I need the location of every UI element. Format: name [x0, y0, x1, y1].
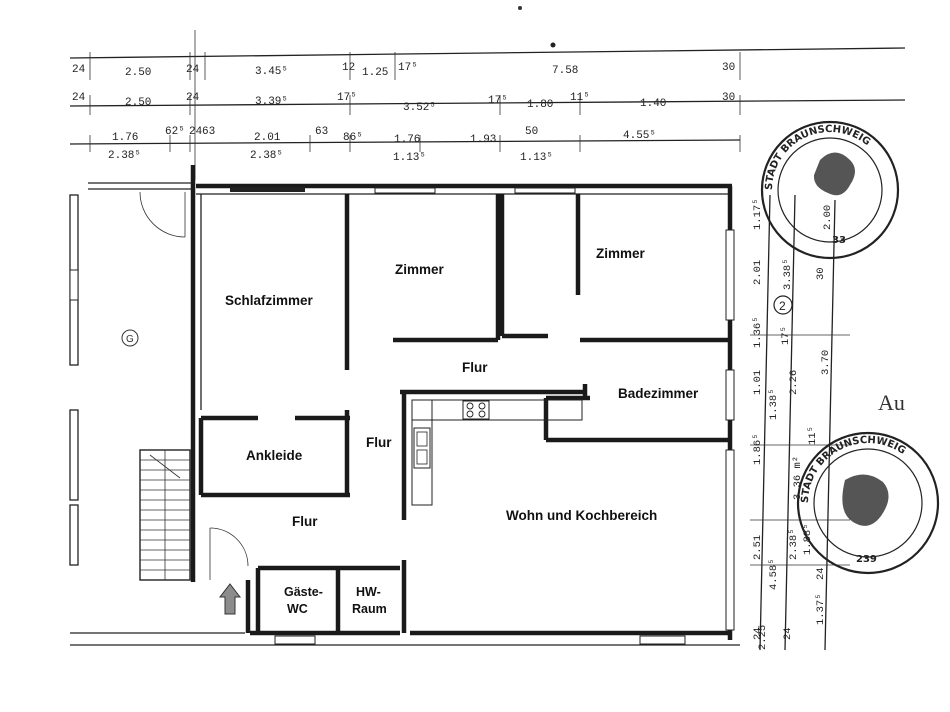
label-zimmer-2: Zimmer — [596, 246, 646, 261]
dim-row1-2: 24 — [186, 64, 200, 76]
dim-row3b-1: 2.38⁵ — [250, 150, 283, 162]
dim-row3-0: 1.76 — [112, 132, 138, 144]
dim-row2-7: 1.80 — [527, 99, 553, 111]
stamp-top-num: 33 — [832, 235, 846, 246]
dim-row1-7: 7.58 — [552, 65, 578, 77]
label-ankleide: Ankleide — [246, 448, 303, 463]
label-flur-bottom: Flur — [292, 514, 318, 529]
label-zimmer-1: Zimmer — [395, 262, 445, 277]
dim-row2-5: 3.52⁵ — [403, 102, 436, 114]
label-schlafzimmer: Schlafzimmer — [225, 293, 314, 308]
dim-vb-4: 1.86⁵ — [752, 433, 764, 465]
dim-row3-5: 63 — [315, 126, 328, 138]
room-labels: Schlafzimmer Zimmer Zimmer Flur Badezimm… — [225, 246, 699, 616]
dim-row3-2: 24 — [189, 126, 203, 138]
dim-row3-6: 86⁵ — [343, 132, 363, 144]
marker-g-label: G — [126, 334, 134, 345]
dim-va-3: 24 — [815, 567, 827, 580]
label-wohn-kochbereich: Wohn und Kochbereich — [506, 508, 657, 523]
dim-row2-4: 17⁵ — [337, 92, 357, 104]
left-neighbour-area: G — [69, 182, 195, 581]
dim-vd-1: 11⁵ — [807, 426, 819, 445]
dim-vb-6: 24 — [752, 627, 764, 640]
marker-2-circle — [773, 295, 793, 315]
dim-row1-3: 3.45⁵ — [255, 66, 288, 78]
dim-row3-1: 62⁵ — [165, 126, 185, 138]
dim-row2-10: 30 — [722, 92, 735, 104]
edge-text: Au — [878, 390, 905, 415]
dim-vb-1: 2.01 — [752, 260, 764, 285]
dim-row3-9: 50 — [525, 126, 538, 138]
window-top-left — [230, 187, 305, 192]
dim-row2-0: 24 — [72, 92, 86, 104]
dim-row3-8: 1.93 — [470, 134, 496, 146]
dim-row2-3: 3.39⁵ — [255, 96, 288, 108]
dimension-texts-top: 24 2.50 24 3.45⁵ 12 1.25 17⁵ 7.58 30 24 … — [72, 62, 735, 164]
stamp-bottom-emblem — [842, 474, 889, 526]
dim-row1-1: 2.50 — [125, 67, 151, 79]
walls — [70, 165, 740, 646]
stove-icon — [462, 400, 490, 420]
dim-row2-1: 2.50 — [125, 97, 151, 109]
dim-vb-0: 1.17⁵ — [752, 198, 764, 230]
dim-row1-0: 24 — [72, 64, 86, 76]
stamp-bottom-num: 239 — [856, 554, 877, 565]
dim-vb-5: 2.51 — [752, 535, 764, 560]
dim-vb-2: 1.36⁵ — [752, 316, 764, 348]
stamp-top-emblem — [813, 152, 855, 196]
dimension-lines-top — [69, 6, 906, 180]
dim-row3-4: 2.01 — [254, 132, 281, 144]
dim-va-0: 2.00 — [822, 205, 834, 230]
dim-vc-1: 17⁵ — [780, 326, 792, 345]
dim-vc-5: 2.38⁵ — [788, 528, 800, 560]
dim-row3-10: 4.55⁵ — [623, 130, 656, 142]
kitchen-fixtures — [411, 399, 583, 506]
dim-vb-3: 1.01 — [752, 370, 764, 395]
stamp-top: STADT BRAUNSCHWEIG 33 — [760, 120, 900, 260]
dim-vc-3: 1.38⁵ — [768, 388, 780, 420]
dim-vc-2: 2.26 — [788, 370, 800, 395]
staircase — [139, 449, 191, 581]
dim-row3b-2: 1.13⁵ — [393, 152, 426, 164]
label-hw-raum-2: Raum — [352, 602, 387, 616]
dim-row2-9: 1.40 — [640, 98, 666, 110]
dim-row2-8: 11⁵ — [570, 92, 590, 104]
entrance-arrow-icon — [218, 583, 242, 615]
dim-va-1: 30 — [815, 267, 827, 280]
label-flur-top: Flur — [462, 360, 488, 375]
label-hw-raum-1: HW- — [356, 585, 381, 599]
dim-row1-4: 12 — [342, 62, 355, 74]
stamp-bottom: STADT BRAUNSCHWEIG 239 — [796, 431, 940, 575]
dim-row3-7: 1.76 — [394, 134, 420, 146]
dim-row1-8: 30 — [722, 62, 735, 74]
dim-vc-0: 3.38⁵ — [782, 258, 794, 290]
dimension-lines-right: 2 — [750, 194, 850, 651]
dim-vc-4: 4.58⁵ — [768, 558, 780, 590]
label-badezimmer: Badezimmer — [618, 386, 699, 401]
dim-row3b-0: 2.38⁵ — [108, 150, 141, 162]
dim-row3-3: 63 — [202, 126, 215, 138]
label-flur-mid: Flur — [366, 435, 392, 450]
dim-vd-3: 2.25 — [757, 625, 769, 650]
dim-vd-0: 3.36 m² — [792, 456, 804, 500]
label-gaeste-wc-1: Gäste- — [284, 585, 323, 599]
dim-row2-6: 17⁵ — [488, 95, 508, 107]
dim-vc-6: 24 — [782, 627, 794, 640]
marker-g-circle — [121, 329, 139, 347]
dim-row1-5: 1.25 — [362, 67, 388, 79]
dim-row2-2: 24 — [186, 92, 200, 104]
dimension-texts-right: 2.00 30 3.70 24 1.37⁵ 1.17⁵ 2.01 1.36⁵ 1… — [752, 198, 834, 650]
dim-row3b-3: 1.13⁵ — [520, 152, 553, 164]
label-gaeste-wc-2: WC — [287, 602, 308, 616]
marker-2-label: 2 — [779, 299, 786, 313]
dim-row1-6: 17⁵ — [398, 62, 418, 74]
dim-va-4: 1.37⁵ — [815, 593, 827, 625]
sink-icon — [413, 427, 431, 469]
dim-va-2: 3.70 — [820, 350, 832, 375]
